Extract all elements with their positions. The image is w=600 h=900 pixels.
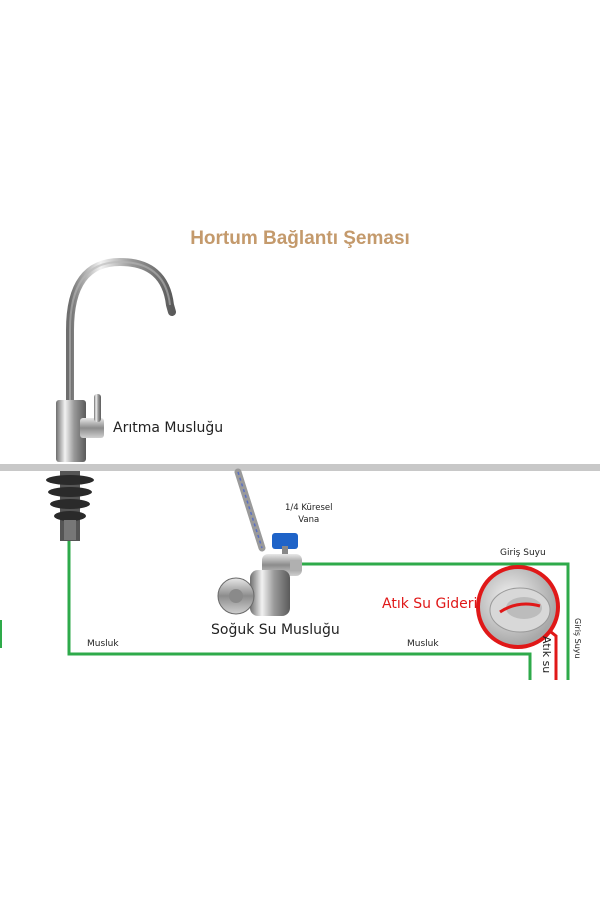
valve-label-line1: 1/4 Küresel (285, 503, 333, 513)
tap-line-right-label: Musluk (407, 639, 439, 649)
valve-label-line2: Vana (298, 515, 320, 525)
page-title: Hortum Bağlantı Şeması (190, 228, 410, 249)
inlet-label: Giriş Suyu (500, 548, 546, 558)
green-hose (67, 540, 570, 680)
tap-line-left-label: Musluk (87, 639, 119, 649)
drain-pipe-icon (476, 565, 560, 649)
faucet-icon (46, 257, 176, 541)
valve-label: 1/4 Küresel Vana (285, 502, 332, 526)
inlet-vertical-label: Giriş Suyu (573, 618, 582, 659)
waste-label: Atık su (540, 636, 553, 674)
drain-label: Atık Su Gideri (382, 596, 478, 612)
cold-tap-label: Soğuk Su Musluğu (211, 622, 340, 638)
ball-valve-icon (217, 533, 302, 616)
faucet-label: Arıtma Musluğu (113, 420, 224, 436)
countertop (0, 464, 600, 471)
left-edge-mark (0, 620, 2, 648)
